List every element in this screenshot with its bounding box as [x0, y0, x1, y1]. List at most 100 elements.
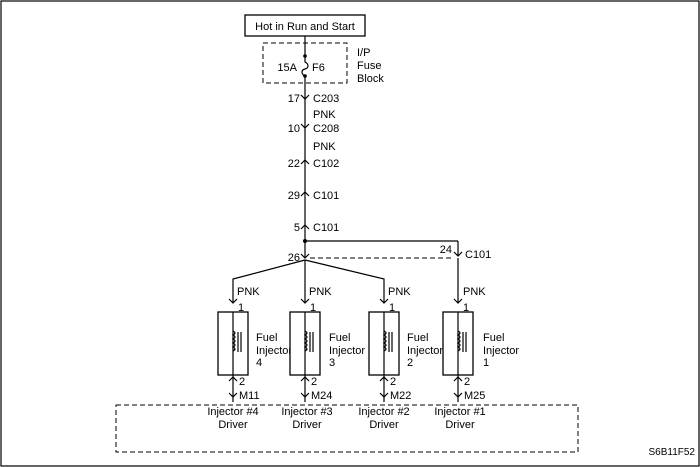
figure-id: S6B11F52	[648, 447, 695, 458]
connector-symbol	[300, 94, 310, 100]
coil-icon	[231, 330, 236, 352]
connector-pin: 5	[294, 222, 300, 234]
injector-number: 1	[483, 357, 489, 369]
power-source: Hot in Run and Start	[244, 14, 366, 37]
connector-c102: 22 C102	[288, 158, 340, 170]
injector-1: PNK 1 Fuel Injector 1 2 M25 Injector #1 …	[434, 286, 519, 431]
injector-driver-line2: Driver	[292, 419, 322, 431]
connector-symbol	[228, 376, 238, 382]
injector-4: PNK 1 Fuel Injector 4 2 M11 Injector #4 …	[207, 286, 292, 431]
coil-icon	[456, 330, 461, 352]
injector-wire-color: PNK	[463, 286, 486, 298]
fuse-bottom-terminal	[303, 74, 307, 78]
connector-symbol	[300, 224, 310, 230]
injector-name-line1: Fuel	[407, 332, 428, 344]
injector-3: PNK 1 Fuel Injector 3 2 M24 Injector #3 …	[281, 286, 365, 431]
power-source-label: Hot in Run and Start	[255, 21, 355, 33]
connector-symbol	[228, 392, 238, 398]
connector-pin: 29	[288, 190, 300, 202]
injector-driver-line2: Driver	[369, 419, 399, 431]
injector-name-line2: Injector	[483, 345, 519, 357]
injector-2: PNK 1 Fuel Injector 2 2 M22 Injector #2 …	[358, 286, 443, 431]
injector-connector: M25	[464, 390, 485, 402]
fuse-block-name-line2: Fuse	[357, 60, 381, 72]
connector-c208: 10 C208	[288, 123, 340, 135]
splice-pin-right: 24	[440, 244, 452, 256]
connector-symbol	[453, 392, 463, 398]
injector-name-line1: Fuel	[329, 332, 350, 344]
injector-name-line2: Injector	[407, 345, 443, 357]
fuse-id: F6	[312, 62, 325, 74]
injector-name-line1: Fuel	[256, 332, 277, 344]
connector-name: C203	[313, 93, 339, 105]
connector-symbol	[379, 392, 389, 398]
trunk-wire-color: PNK	[313, 141, 336, 153]
splice-connector: C101	[465, 249, 491, 261]
connector-pin: 10	[288, 123, 300, 135]
injector-pin-top: 1	[389, 302, 395, 314]
injector-pin-bottom: 2	[390, 376, 396, 388]
fuse-block: 15A F6 I/P Fuse Block	[262, 42, 384, 85]
injector-name-line2: Injector	[329, 345, 365, 357]
injector-number: 4	[256, 357, 262, 369]
branch-wire-1	[232, 259, 306, 303]
injector-name-line1: Fuel	[483, 332, 504, 344]
injector-driver-line1: Injector #1	[434, 406, 485, 418]
connector-symbol	[300, 253, 310, 259]
splice-pin-left: 26	[288, 252, 300, 264]
branch-wire-3	[304, 259, 385, 303]
connector-symbol	[300, 191, 310, 197]
connector-c203: 17 C203	[288, 93, 340, 105]
connector-name: C208	[313, 123, 339, 135]
connector-c101-a: 29 C101	[288, 190, 340, 202]
connector-symbol	[300, 392, 310, 398]
coil-icon	[382, 330, 387, 352]
connector-symbol	[300, 376, 310, 382]
injector-wire-color: PNK	[309, 286, 332, 298]
fuse-block-name-line3: Block	[357, 73, 384, 85]
driver-module-outline	[115, 404, 579, 453]
connector-symbol	[453, 376, 463, 382]
connector-pin: 17	[288, 93, 300, 105]
injector-number: 3	[329, 357, 335, 369]
injector-pin-bottom: 2	[311, 376, 317, 388]
connector-name: C101	[313, 190, 339, 202]
injector-driver-line2: Driver	[218, 419, 248, 431]
fan-out-wires	[232, 258, 459, 303]
injector-pin-top: 1	[238, 302, 244, 314]
injector-connector: M22	[390, 390, 411, 402]
injector-driver-line2: Driver	[445, 419, 475, 431]
connector-symbol	[379, 376, 389, 382]
injector-wire-color: PNK	[388, 286, 411, 298]
fuse-block-outline	[262, 42, 348, 84]
injector-driver-line1: Injector #4	[207, 406, 258, 418]
injector-driver-line1: Injector #3	[281, 406, 332, 418]
connector-symbol	[453, 251, 463, 257]
coil-icon	[303, 330, 308, 352]
connector-symbol	[300, 123, 310, 129]
fuse-block-name-line1: I/P	[357, 47, 370, 59]
connector-symbol	[300, 159, 310, 165]
connector-name: C102	[313, 158, 339, 170]
connector-pin: 22	[288, 158, 300, 170]
connector-symbol	[300, 298, 310, 304]
injector-pin-bottom: 2	[239, 376, 245, 388]
splice: 26 24 C101	[288, 239, 491, 264]
connector-name: C101	[313, 222, 339, 234]
injector-pin-top: 1	[310, 302, 316, 314]
connector-symbol	[453, 298, 463, 304]
injector-connector: M24	[311, 390, 332, 402]
trunk-wire-color: PNK	[313, 109, 336, 121]
injector-driver-line1: Injector #2	[358, 406, 409, 418]
injector-name-line2: Injector	[256, 345, 292, 357]
injector-connector: M11	[239, 390, 260, 402]
injector-pin-bottom: 2	[464, 376, 470, 388]
connector-c101-b: 5 C101	[294, 222, 339, 234]
injector-pin-top: 1	[463, 302, 469, 314]
injector-number: 2	[407, 357, 413, 369]
connector-symbol	[379, 298, 389, 304]
fuse-icon	[301, 56, 309, 82]
connector-symbol	[228, 298, 238, 304]
